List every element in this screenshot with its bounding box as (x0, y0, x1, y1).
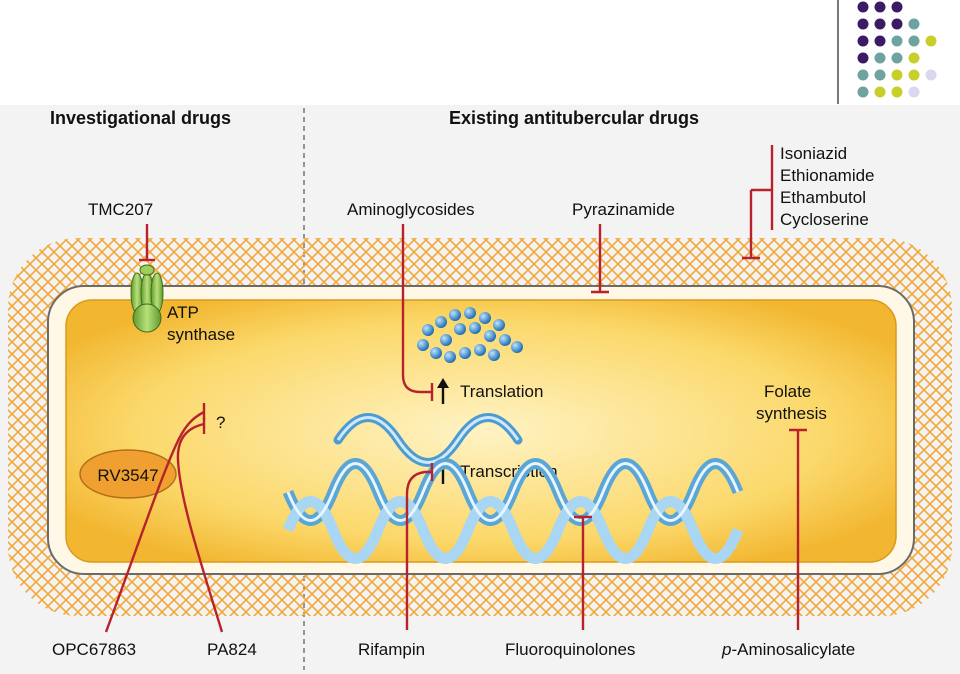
pas-prefix: p (721, 640, 731, 659)
dot-grid-logo (857, 1, 937, 98)
pas-label: p-Aminosalicylate (721, 640, 855, 659)
pyrazinamide-inhibition (591, 224, 609, 294)
fluoroquinolones-inhibition (574, 515, 592, 630)
header-investigational: Investigational drugs (50, 108, 231, 128)
aminoglycosides-inhibition (401, 224, 434, 401)
unknown-target-label: ? (216, 413, 225, 432)
atp-synthase-complex (130, 264, 164, 333)
pa824-label: PA824 (207, 640, 257, 659)
dna-double-helix (282, 458, 744, 564)
cell-wall-drugs-inhibition (742, 145, 774, 260)
atp-label: ATP (167, 303, 199, 322)
synthesis-label: synthesis (756, 404, 827, 423)
tmc207-inhibition (139, 224, 155, 262)
tmc207-label: TMC207 (88, 200, 153, 219)
pyrazinamide-label: Pyrazinamide (572, 200, 675, 219)
opc67863-label: OPC67863 (52, 640, 136, 659)
pas-inhibition (789, 428, 807, 630)
rv3547-label: RV3547 (97, 466, 158, 485)
drug-ethionamide: Ethionamide (780, 166, 875, 185)
fluoroquinolones-label: Fluoroquinolones (505, 640, 635, 659)
nitroimidazole-inhibition (104, 403, 224, 633)
aminoglycosides-label: Aminoglycosides (347, 200, 475, 219)
rifampin-label: Rifampin (358, 640, 425, 659)
translation-arrow (437, 378, 449, 404)
header-existing: Existing antitubercular drugs (449, 108, 699, 128)
pas-suffix: -Aminosalicylate (731, 640, 855, 659)
drug-isoniazid: Isoniazid (780, 144, 847, 163)
drug-ethambutol: Ethambutol (780, 188, 866, 207)
rifampin-inhibition (405, 463, 434, 630)
ribosome-cluster (417, 307, 523, 363)
synthase-label: synthase (167, 325, 235, 344)
translation-label: Translation (460, 382, 543, 401)
rv3547-enzyme (79, 449, 177, 499)
drug-cycloserine: Cycloserine (780, 210, 869, 229)
folate-label: Folate (764, 382, 811, 401)
